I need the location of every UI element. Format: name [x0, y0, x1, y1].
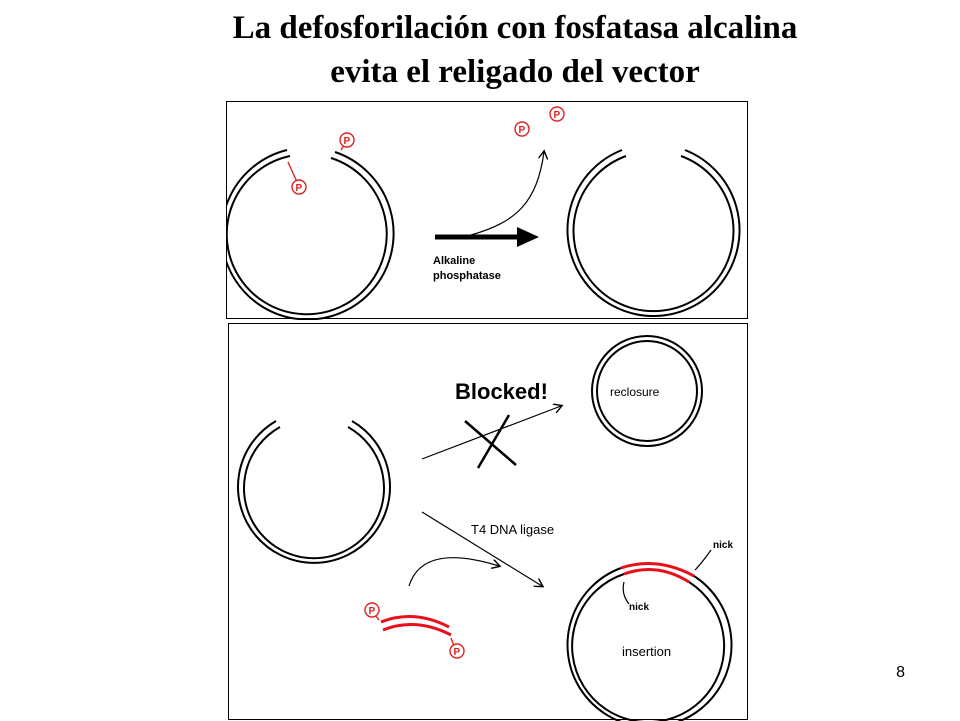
svg-text:P: P	[519, 125, 526, 136]
blocked-cross	[464, 414, 517, 469]
phosphate-insert-2: P	[449, 637, 465, 659]
blocked-label: Blocked!	[455, 379, 548, 404]
reclosed-vector	[591, 335, 703, 447]
nick-pointer-lower	[622, 581, 630, 605]
svg-text:P: P	[454, 647, 461, 658]
recombinant-insert	[620, 562, 695, 584]
blocked-arrow	[421, 406, 561, 460]
ligation-panel: Blocked! reclosure T4 DNA ligase P P	[228, 323, 748, 721]
phosphate-group-left-1: P	[287, 161, 307, 195]
svg-text:P: P	[296, 183, 303, 194]
insert-arrow	[408, 557, 499, 587]
title-line-2: evita el religado del vector	[330, 54, 700, 90]
svg-text:P: P	[369, 606, 376, 617]
ligase-label: T4 DNA ligase	[471, 522, 554, 537]
svg-text:P: P	[344, 136, 351, 147]
phosphate-released-1: P	[514, 121, 530, 137]
slide-number: 8	[896, 664, 905, 681]
dephosphorylation-diagram: P P P P Alkaline phosphatase	[227, 106, 741, 320]
reclosure-label: reclosure	[610, 385, 660, 399]
slide-title: La defosforilación con fosfatasa alcalin…	[0, 6, 960, 94]
title-line-1: La defosforilación con fosfatasa alcalin…	[232, 10, 798, 46]
open-vector-right	[566, 149, 741, 318]
enzyme-label-line-2: phosphatase	[433, 270, 501, 282]
recombinant-vector	[566, 567, 733, 721]
open-vector-left	[227, 149, 395, 320]
release-arrow	[470, 152, 544, 236]
insertion-label: insertion	[622, 644, 671, 659]
open-vector-dephosphorylated	[237, 420, 391, 564]
ligase-arrow	[421, 511, 542, 586]
enzyme-label-line-1: Alkaline	[433, 255, 475, 267]
dephosphorylation-panel: P P P P Alkaline phosphatase	[226, 101, 748, 320]
reaction-arrow	[435, 227, 539, 247]
phosphate-group-left-2: P	[339, 132, 355, 151]
phosphate-released-2: P	[549, 106, 565, 122]
svg-text:P: P	[554, 110, 561, 121]
nick-label-upper: nick	[713, 540, 733, 551]
ligation-diagram: Blocked! reclosure T4 DNA ligase P P	[237, 335, 733, 721]
nick-label-lower: nick	[629, 602, 649, 613]
nick-pointer-upper	[694, 549, 712, 571]
phosphate-insert-1: P	[364, 602, 380, 621]
insert-fragment	[380, 615, 452, 637]
